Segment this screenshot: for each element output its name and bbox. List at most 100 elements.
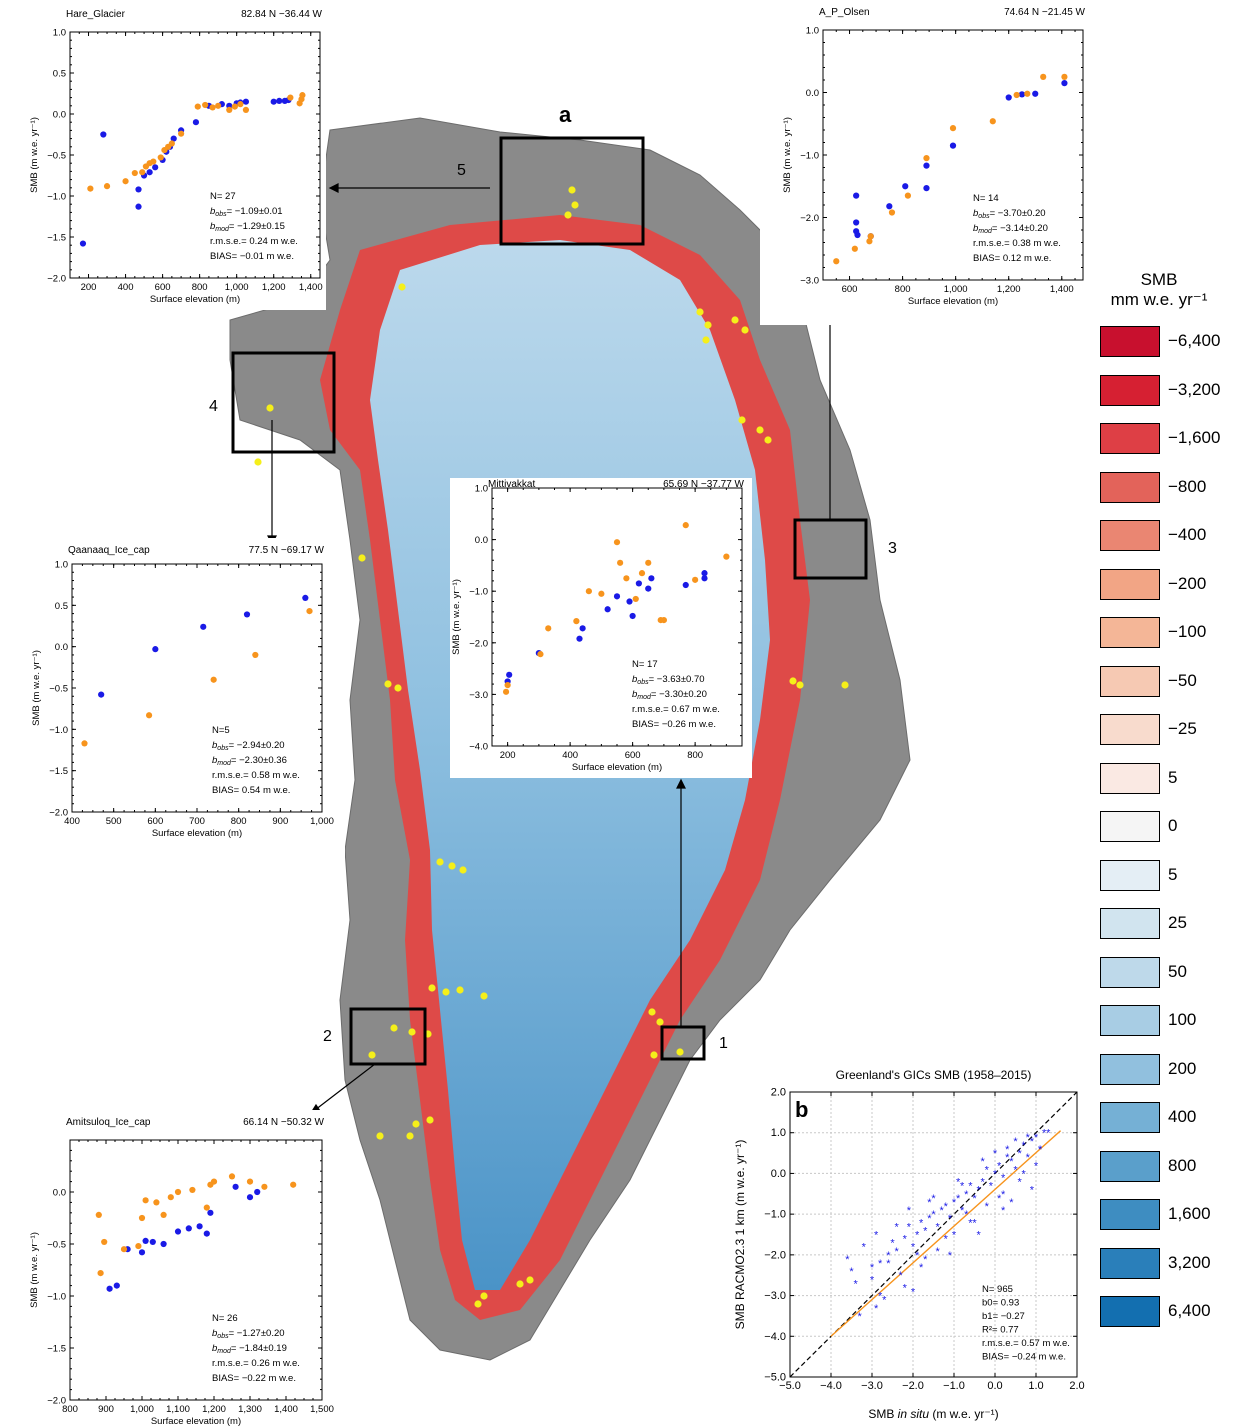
site-marker bbox=[648, 1008, 656, 1016]
x-tick-label: 600 bbox=[147, 816, 163, 827]
site-marker bbox=[448, 862, 456, 870]
y-tick-label: 0.5 bbox=[53, 69, 66, 80]
data-point-star: * bbox=[1030, 1136, 1035, 1148]
data-point-mod bbox=[237, 101, 244, 108]
x-tick-label: −5.0 bbox=[779, 1380, 801, 1392]
x-tick-label: 1,000 bbox=[310, 816, 334, 827]
site-marker bbox=[412, 1120, 420, 1128]
site-marker bbox=[474, 1300, 482, 1308]
stat-line: bobs= −1.09±0.01 bbox=[210, 206, 283, 218]
stat-line: r.m.s.e.= 0.57 m w.e. bbox=[982, 1338, 1070, 1349]
data-point-mod bbox=[120, 1246, 128, 1253]
legend-label: 3,200 bbox=[1168, 1252, 1211, 1272]
y-tick-label: 0.0 bbox=[53, 1188, 66, 1199]
x-tick-label: 1,200 bbox=[202, 1404, 226, 1415]
data-point-mod bbox=[833, 258, 840, 265]
data-point-obs bbox=[246, 1194, 254, 1201]
x-axis-label: Surface elevation (m) bbox=[572, 762, 662, 773]
data-point-obs bbox=[192, 119, 200, 126]
data-point-mod bbox=[723, 553, 730, 560]
data-point-star: * bbox=[862, 1242, 867, 1254]
legend-swatch bbox=[1100, 1005, 1160, 1036]
site-marker bbox=[376, 1132, 384, 1140]
legend-swatch bbox=[1100, 762, 1160, 794]
x-tick-label: 1,400 bbox=[274, 1404, 298, 1415]
data-point-mod bbox=[131, 169, 138, 177]
legend-swatch bbox=[1100, 1247, 1160, 1279]
data-point-mod bbox=[81, 740, 88, 747]
x-tick-label: 1,200 bbox=[997, 284, 1021, 295]
study-box-4 bbox=[231, 351, 336, 454]
site-marker bbox=[358, 554, 366, 562]
data-point-star: * bbox=[911, 1242, 916, 1254]
stat-line: b0= 0.93 bbox=[982, 1298, 1019, 1309]
legend-swatch bbox=[1100, 1053, 1160, 1085]
data-point-obs bbox=[635, 580, 642, 587]
data-point-mod bbox=[210, 676, 217, 683]
stat-line: N= 965 bbox=[982, 1284, 1013, 1295]
y-tick-label: −0.5 bbox=[47, 1240, 66, 1251]
site-marker bbox=[390, 1024, 398, 1032]
y-tick-label: −2.0 bbox=[764, 1249, 786, 1261]
panel-label-a: a bbox=[559, 102, 572, 127]
data-point-mod bbox=[923, 155, 930, 162]
data-point-obs bbox=[79, 240, 87, 247]
data-point-star: * bbox=[931, 1209, 936, 1221]
data-point-mod bbox=[95, 1211, 102, 1218]
data-point-obs bbox=[604, 606, 611, 613]
data-point-obs bbox=[701, 575, 708, 582]
data-point-star: * bbox=[870, 1262, 875, 1274]
data-point-obs bbox=[949, 142, 957, 149]
y-tick-label: −1.0 bbox=[47, 1292, 66, 1303]
data-point-star: * bbox=[919, 1262, 924, 1274]
data-point-obs bbox=[174, 1228, 182, 1235]
legend-entry: −25 bbox=[1098, 714, 1235, 745]
x-tick-label: 1,000 bbox=[225, 282, 249, 293]
axes-frame bbox=[789, 1091, 1078, 1378]
data-point-star: * bbox=[964, 1209, 969, 1221]
x-tick-label: 800 bbox=[895, 284, 911, 295]
data-point-star: * bbox=[948, 1213, 953, 1225]
box-number-1: 1 bbox=[719, 1035, 728, 1052]
data-point-mod bbox=[150, 158, 157, 165]
data-point-star: * bbox=[956, 1193, 961, 1205]
stat-line: bmod= −1.29±0.15 bbox=[210, 221, 285, 233]
data-point-obs bbox=[106, 1285, 113, 1292]
data-point-star: * bbox=[1034, 1132, 1039, 1144]
data-point-mod bbox=[135, 1242, 142, 1250]
data-point-obs bbox=[152, 646, 159, 653]
legend-title-line2: mm w.e. yr⁻¹ bbox=[1110, 290, 1208, 309]
stat-line: r.m.s.e.= 0.67 m w.e. bbox=[632, 704, 720, 715]
stat-line: N= 14 bbox=[973, 193, 999, 204]
data-point-obs bbox=[1061, 80, 1068, 87]
data-point-star: * bbox=[952, 1230, 957, 1242]
measurement-sites bbox=[254, 186, 849, 1308]
data-point-mod bbox=[638, 570, 646, 577]
data-point-mod bbox=[287, 94, 294, 101]
data-point-star: * bbox=[1042, 1128, 1047, 1140]
y-tick-label: 1.0 bbox=[771, 1127, 786, 1139]
chart-coords: 82.84 N −36.44 W bbox=[241, 9, 322, 20]
data-point-star: * bbox=[878, 1291, 883, 1303]
stat-line: BIAS= 0.54 m w.e. bbox=[212, 785, 290, 796]
legend-label: −400 bbox=[1168, 525, 1207, 544]
site-marker bbox=[756, 426, 764, 434]
legend-entry: 200 bbox=[1098, 1053, 1235, 1085]
legend-entry: 0 bbox=[1098, 811, 1235, 842]
data-point-mod bbox=[202, 101, 209, 109]
data-point-mod bbox=[97, 1270, 104, 1277]
y-tick-label: −3.0 bbox=[469, 690, 488, 701]
data-point-mod bbox=[682, 522, 689, 529]
chart-title: Greenland's GICs SMB (1958–2015) bbox=[836, 1068, 1032, 1082]
site-marker bbox=[796, 681, 804, 689]
y-axis-label: SMB (m w.e. yr⁻¹) bbox=[29, 117, 40, 193]
study-box-5 bbox=[499, 136, 645, 246]
y-tick-label: −1.5 bbox=[47, 233, 66, 244]
data-point-obs bbox=[853, 192, 860, 199]
data-point-mod bbox=[613, 539, 621, 546]
data-point-star: * bbox=[1026, 1132, 1031, 1144]
data-point-star: * bbox=[927, 1213, 932, 1225]
site-marker bbox=[516, 1280, 524, 1288]
